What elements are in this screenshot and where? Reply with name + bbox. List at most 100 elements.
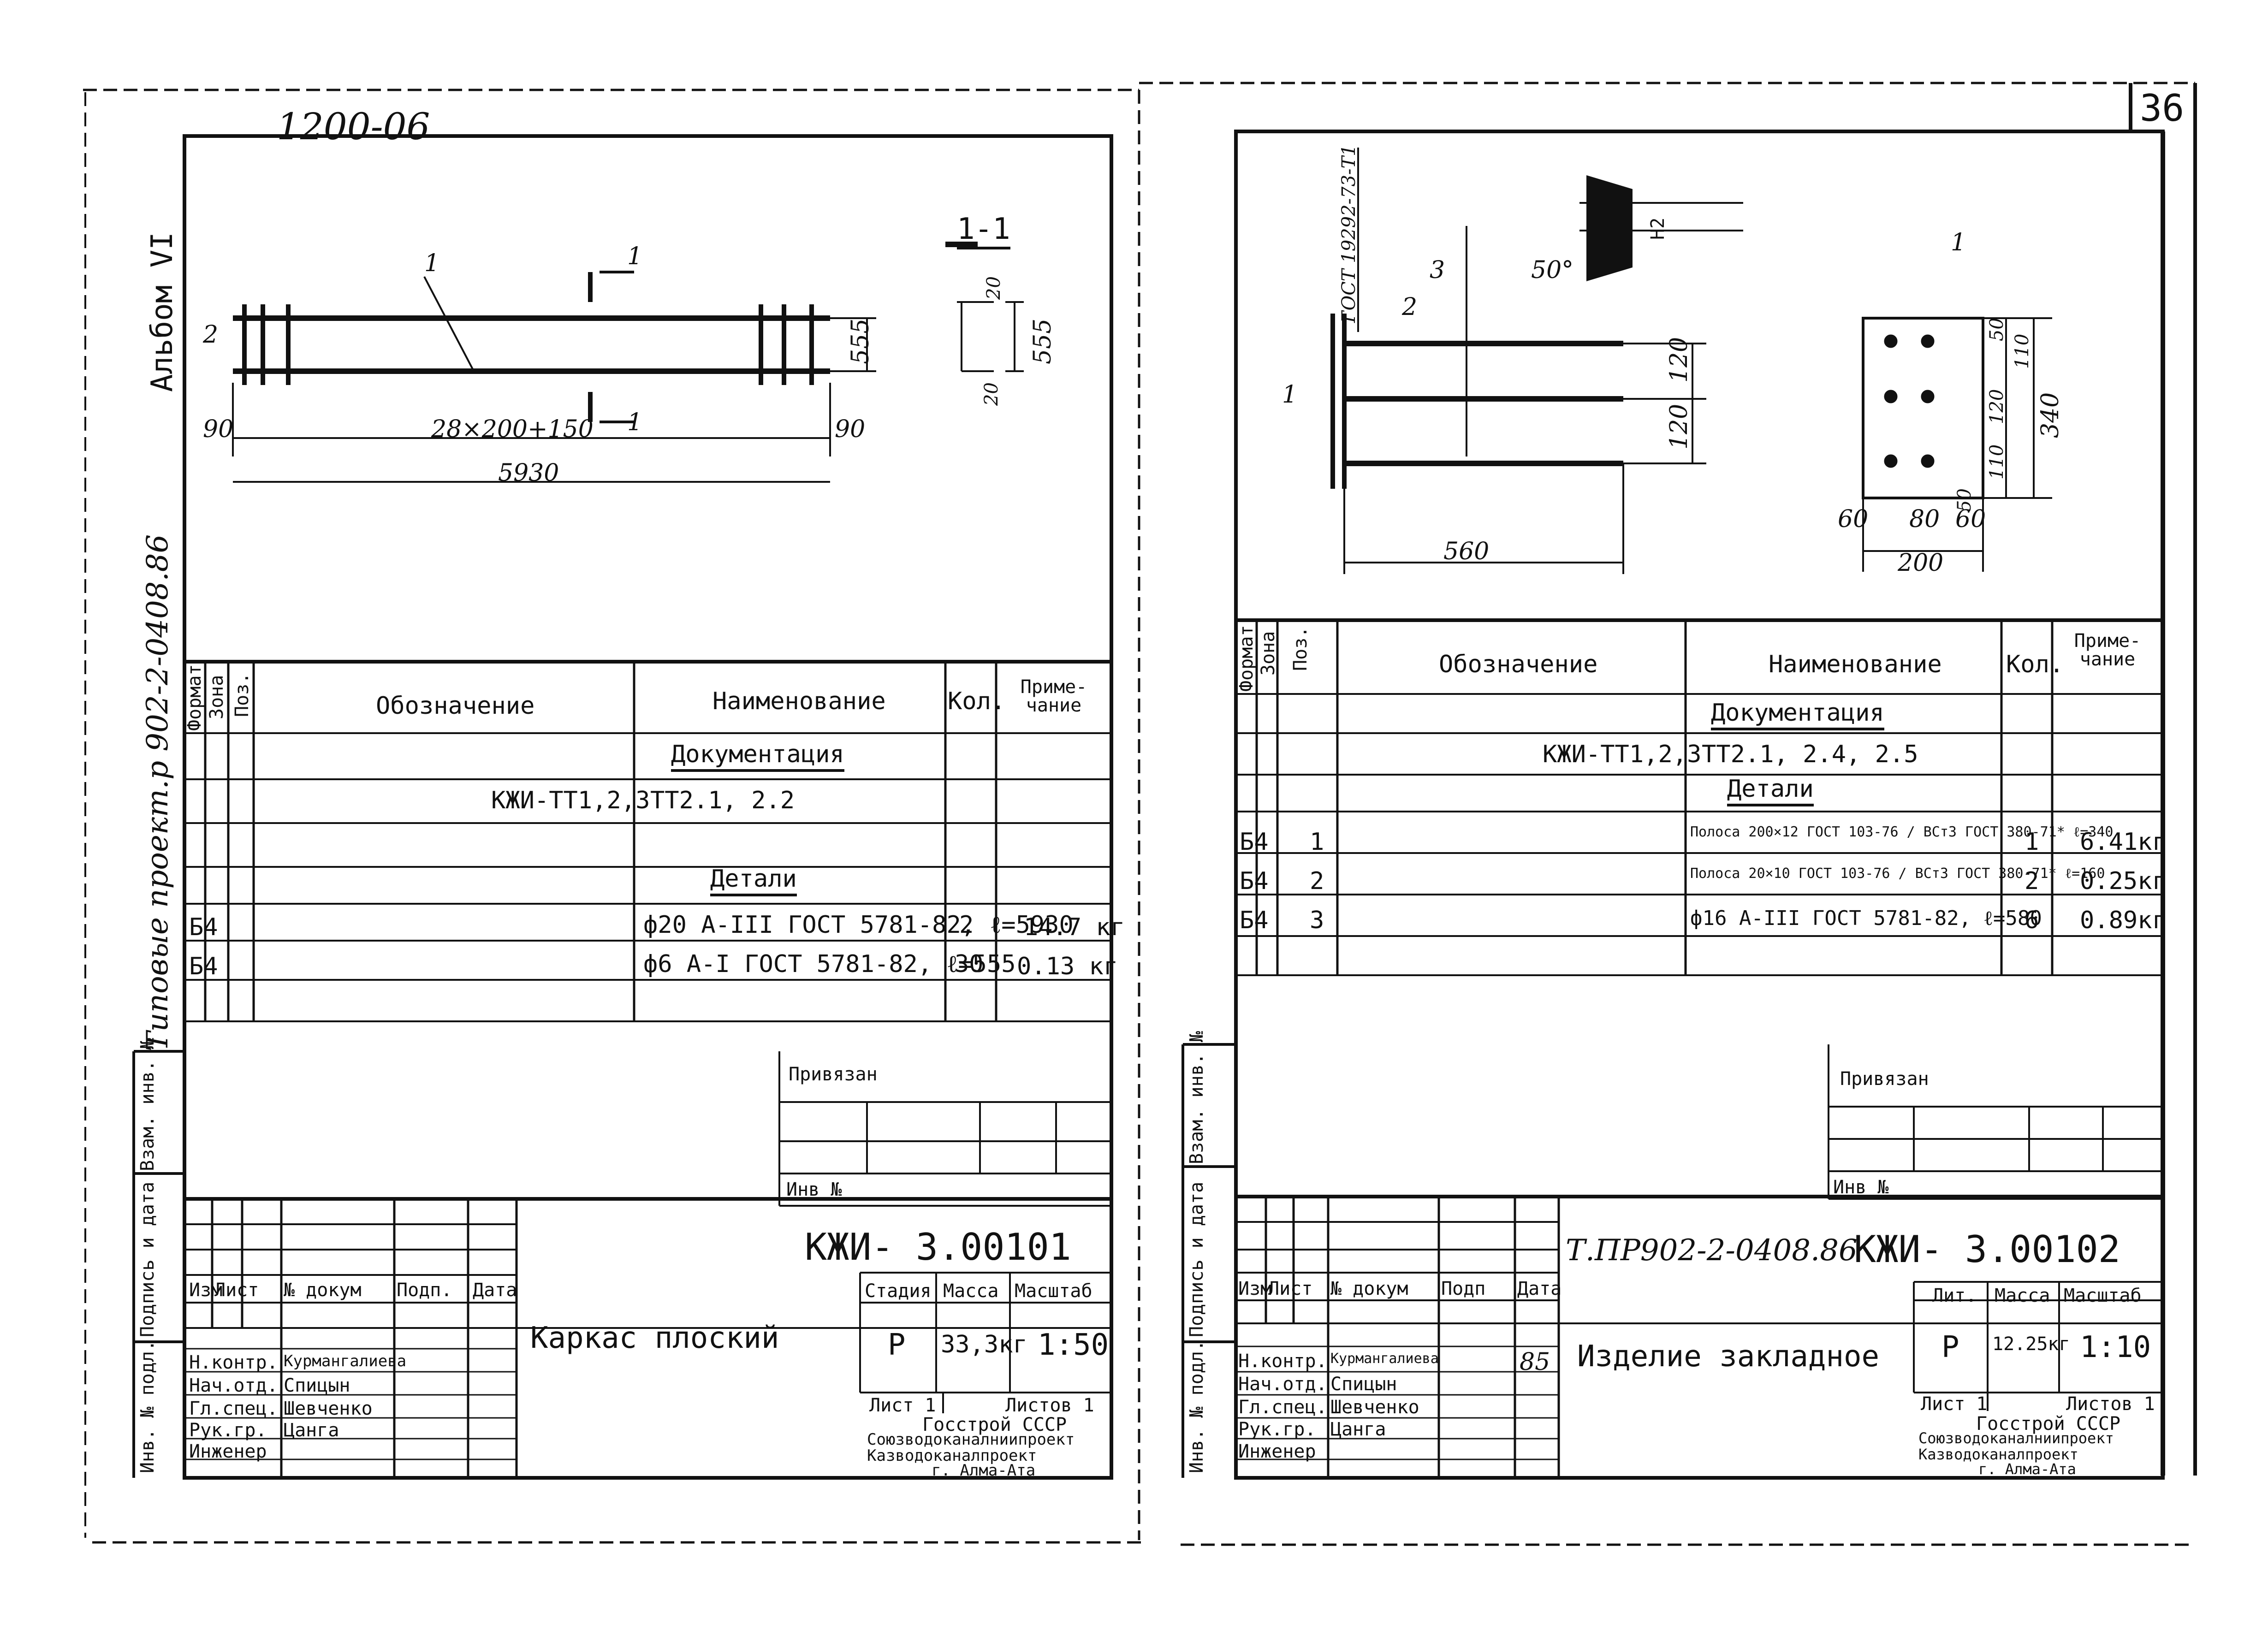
r-pos-1: 1 <box>1282 381 1298 409</box>
stamp-name-4: Цанга <box>284 1420 339 1441</box>
sec-dim-height: 555 <box>1029 318 1057 364</box>
stamp-code: КЖИ- 3.00101 <box>805 1226 1071 1268</box>
r-plate-pos: 1 <box>1951 229 1966 256</box>
r-spec-head-zone: Зона <box>1258 631 1279 676</box>
stamp-role-3: Гл.спец. <box>189 1398 278 1419</box>
stamp-scale: 1:50 <box>1038 1328 1109 1362</box>
r-spec-row3-qty: 6 <box>2025 907 2039 934</box>
pos-2-label: 2 <box>203 321 219 349</box>
r-weld: Н2 <box>1647 217 1668 240</box>
cut-top-label: 1 <box>627 243 643 270</box>
r-dim-560: 560 <box>1443 538 1490 565</box>
r-stamp-stage: Р <box>1941 1330 1959 1364</box>
r-spec-row1-note: 6.41кг <box>2080 828 2167 856</box>
r-stamp-col-date: Дата <box>1517 1278 1562 1299</box>
spec-row2-name: ф6 А-I ГОСТ 5781-82, ℓ=555 <box>643 950 1016 978</box>
r-stamp-name-3: Шевченко <box>1330 1397 1419 1418</box>
stamp-inv: Инв № <box>786 1179 842 1200</box>
r-pos-2: 2 <box>1402 293 1418 321</box>
spec-row2-qty: 30 <box>955 950 984 978</box>
page-number: 36 <box>2140 87 2185 130</box>
r-spec-row1-pos: 1 <box>1310 828 1324 856</box>
r-plate-b3: 60 <box>1955 505 1986 533</box>
section-label: 1-1 <box>957 214 1010 249</box>
dim-right: 90 <box>835 415 866 443</box>
r-plate-d3: 120 <box>1986 389 2007 424</box>
r-stamp-scale-head: Масштаб <box>2064 1285 2142 1306</box>
dim-left: 90 <box>203 415 234 443</box>
stamp-role-1: Н.контр. <box>189 1352 278 1373</box>
r-pos-3: 3 <box>1430 256 1445 284</box>
stamp-org-2: Союзводоканалниипроект <box>867 1430 1075 1449</box>
dim-height: 555 <box>847 318 874 364</box>
r-plate-b2: 80 <box>1909 505 1940 533</box>
r-stamp-code: КЖИ- 3.00102 <box>1854 1228 2120 1271</box>
stamp-col-list: Лист <box>214 1280 259 1301</box>
r-spec-row1-format: Б4 <box>1240 828 1269 856</box>
spec-head-qty: Кол. <box>948 688 1006 715</box>
stamp-col-izm: Изм <box>189 1280 223 1301</box>
r-spec-doc-name: ТТ2.1, 2.4, 2.5 <box>1702 741 1918 768</box>
r-spec-row2-qty: 2 <box>2025 867 2039 895</box>
r-stamp-org-2: Союзводоканалниипроект <box>1918 1429 2114 1447</box>
r-stamp-org-3: Казводоканалпроект <box>1918 1446 2078 1463</box>
r-spec-row2-format: Б4 <box>1240 867 1269 895</box>
stamp-name-1: Курмангалиева <box>284 1352 407 1370</box>
stamp-role-5: Инженер <box>189 1441 267 1462</box>
stamp-col-date: Дата <box>473 1280 517 1301</box>
stamp-name-2: Спицын <box>284 1375 350 1396</box>
spec-parts-section: Детали <box>710 867 797 896</box>
r-spec-row3-name: ф16 А-III ГОСТ 5781-82, ℓ=580 <box>1690 907 2042 930</box>
r-stamp-role-1: Н.контр. <box>1238 1351 1327 1372</box>
stamp-title: Каркас плоский <box>530 1321 779 1355</box>
r-stamp-sheets: Листов 1 <box>2066 1393 2155 1415</box>
r-stamp-org-4: г. Алма-Ата <box>1978 1460 2076 1478</box>
r-stamp-scale: 1:10 <box>2080 1330 2151 1364</box>
stamp-role-4: Рук.гр. <box>189 1420 267 1441</box>
pos-1-label: 1 <box>424 249 440 277</box>
r-spec-doc-designation: КЖИ-ТТ1,2,3 <box>1543 741 1702 768</box>
r-spec-head-designation: Обозначение <box>1439 651 1598 678</box>
r-spec-row2-pos: 2 <box>1310 867 1324 895</box>
r-spec-head-pos: Поз. <box>1290 626 1311 671</box>
r-spec-head-name: Наименование <box>1769 651 1942 678</box>
header-code: 1200-06 <box>277 105 430 148</box>
cut-bottom-label: 1 <box>627 409 643 436</box>
spec-head-pos: Поз. <box>232 672 253 717</box>
stamp-name-3: Шевченко <box>284 1398 373 1419</box>
sec-dim-top: 20 <box>983 276 1004 300</box>
stamp-scale-head: Масштаб <box>1015 1280 1092 1302</box>
r-spec-row1-qty: 1 <box>2025 828 2039 856</box>
spec-row1-name: ф20 А-III ГОСТ 5781-82, ℓ=5930 <box>643 911 1074 939</box>
stamp-role-2: Нач.отд. <box>189 1375 278 1396</box>
r-plate-total: 340 <box>2036 392 2064 438</box>
r-spec-row3-pos: 3 <box>1310 907 1324 934</box>
stamp-org-1: Госстрой СССР <box>922 1414 1067 1435</box>
stamp-stage-head: Стадия <box>865 1280 932 1302</box>
r-stamp-name-4: Цанга <box>1330 1419 1386 1440</box>
r-spec-doc-section: Документация <box>1711 701 1884 730</box>
r-stamp-sheet: Лист 1 <box>1921 1393 1988 1415</box>
dim-spacing: 28×200+150 <box>431 415 594 443</box>
stamp-mass: 33,3кг <box>941 1331 1027 1358</box>
r-side-podpis: Подпись и дата <box>1186 1181 1207 1337</box>
stamp-stage: Р <box>888 1328 906 1362</box>
r-stamp-role-2: Нач.отд. <box>1238 1374 1327 1395</box>
gost-label: ГОСТ 19292-73-Т1 <box>1338 144 1360 323</box>
spec-head-note: Приме-чание <box>1020 676 1087 716</box>
r-plate-b1: 60 <box>1838 505 1869 533</box>
r-spec-row2-name: Полоса 20×10 ГОСТ 103-76 / ВСт3 ГОСТ 380… <box>1690 865 2105 882</box>
r-spec-head-qty: Кол. <box>2006 651 2064 678</box>
r-stamp-col-izm: Изм <box>1238 1278 1272 1299</box>
r-plate-d4: 110 <box>1986 444 2007 480</box>
side-inv-podl: Инв. № подл. <box>137 1340 158 1473</box>
r-plate-d1: 50 <box>1986 318 2007 341</box>
side-podpis: Подпись и дата <box>137 1181 158 1337</box>
r-spec-row2-note: 0.25кг <box>2080 867 2167 895</box>
r-side-inv-podl: Инв. № подл. <box>1186 1340 1207 1473</box>
r-spec-row1-name: Полоса 200×12 ГОСТ 103-76 / ВСт3 ГОСТ 38… <box>1690 824 2114 840</box>
spec-doc-designation: КЖИ-ТТ1,2,3 <box>491 787 650 814</box>
stamp-mass-head: Масса <box>943 1280 999 1302</box>
spec-row1-note: 14.7 кг <box>1024 913 1125 941</box>
